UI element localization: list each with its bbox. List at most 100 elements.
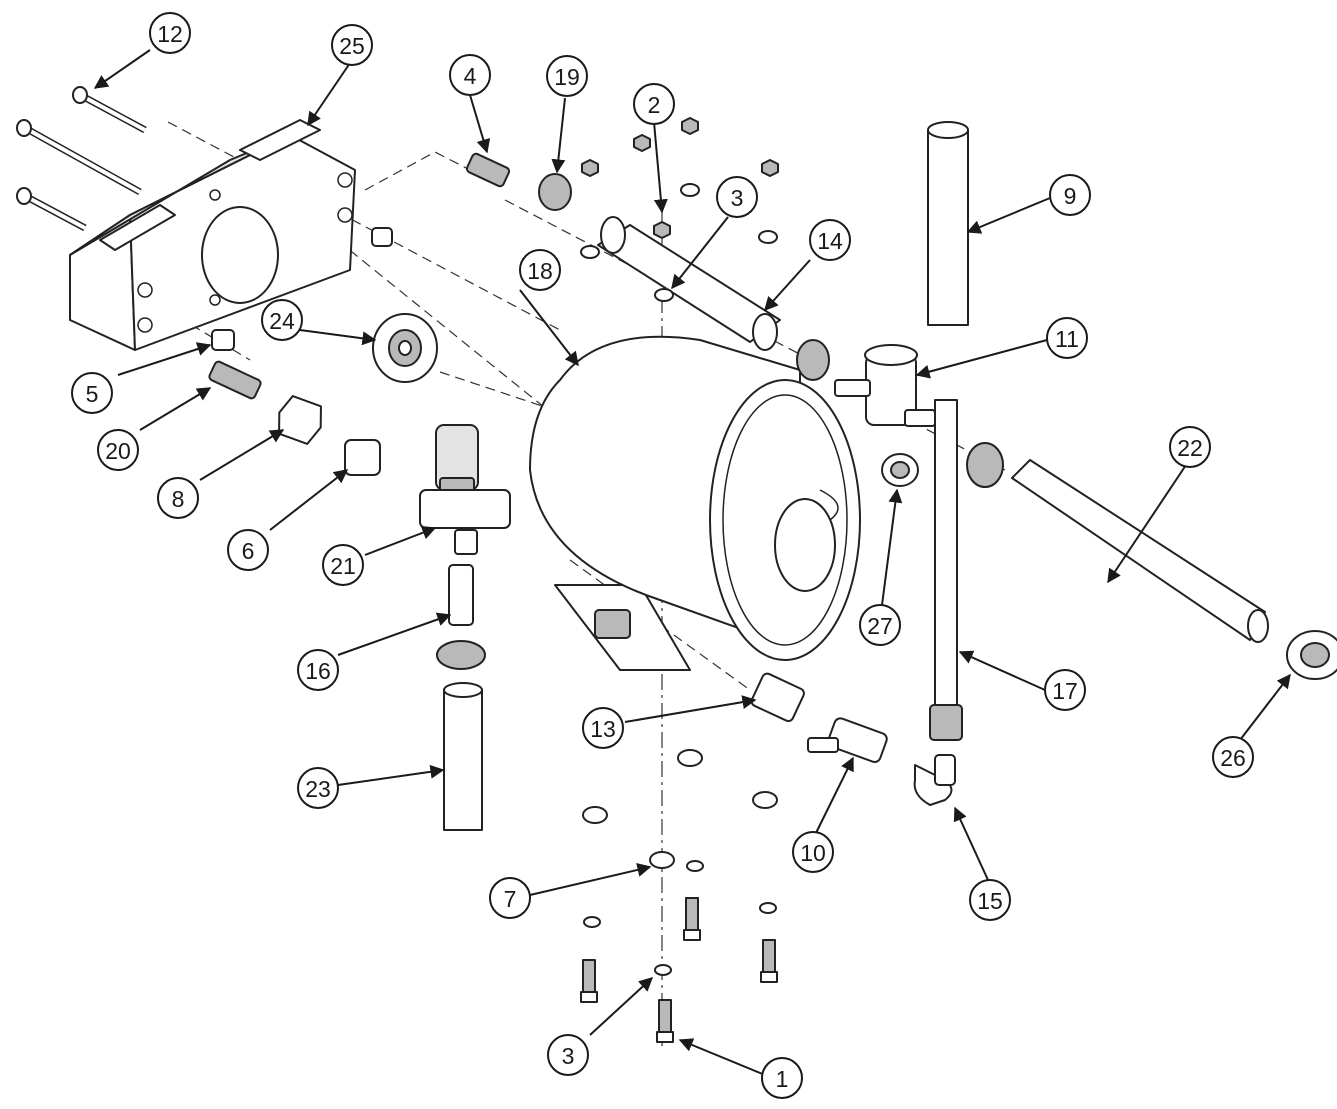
callout-circle [1046, 317, 1088, 359]
callout-circle [1044, 669, 1086, 711]
callout-number: 1 [776, 1066, 789, 1092]
callout-bubble: 16 [297, 649, 339, 691]
callout-bubble: 13 [582, 707, 624, 749]
callout-circle [297, 649, 339, 691]
callout-bubbles: 1233456789101112131415161718192021222324… [71, 12, 1254, 1099]
callout-circle [322, 544, 364, 586]
callout-bubble: 22 [1169, 426, 1211, 468]
callout-circle [547, 1034, 589, 1076]
mounting-bracket [69, 119, 356, 351]
callout-circle [546, 55, 588, 97]
callout-circle [633, 83, 675, 125]
callout-bubble: 14 [809, 219, 851, 261]
callout-circle [1169, 426, 1211, 468]
callout-circle [489, 877, 531, 919]
callout-circle [582, 707, 624, 749]
callout-bubble: 27 [859, 604, 901, 646]
hardware [580, 117, 779, 1043]
threaded-rod [929, 399, 963, 741]
callout-circle [449, 54, 491, 96]
callout-number: 15 [977, 888, 1003, 914]
long-tube [881, 442, 1337, 680]
vertical-tube [927, 121, 969, 326]
callout-number: 12 [157, 21, 183, 47]
callout-number: 5 [86, 381, 99, 407]
callout-number: 2 [648, 92, 661, 118]
callout-number: 27 [867, 613, 893, 639]
callout-bubble: 4 [449, 54, 491, 96]
callout-number: 26 [1220, 745, 1246, 771]
callout-bubble: 2 [633, 83, 675, 125]
callout-circle [792, 831, 834, 873]
callout-circle [809, 219, 851, 261]
motor [529, 335, 861, 671]
callout-circle [969, 879, 1011, 921]
inserts [211, 227, 393, 351]
leaders [93, 49, 1291, 1076]
callout-number: 13 [590, 716, 616, 742]
tee-fitting [796, 339, 936, 427]
callout-bubble: 1 [761, 1057, 803, 1099]
callout-number: 3 [562, 1043, 575, 1069]
callout-bubble: 17 [1044, 669, 1086, 711]
callout-circle [149, 12, 191, 54]
callout-circle [227, 529, 269, 571]
callout-circle [761, 1057, 803, 1099]
callout-number: 25 [339, 33, 365, 59]
callout-number: 3 [731, 185, 744, 211]
callout-number: 16 [305, 658, 331, 684]
callout-bubble: 24 [261, 299, 303, 341]
callout-number: 22 [1177, 435, 1203, 461]
callout-bubble: 18 [519, 249, 561, 291]
callout-circle [331, 24, 373, 66]
callout-bubble: 9 [1049, 174, 1091, 216]
callout-bubble: 3 [716, 176, 758, 218]
callout-bubble: 8 [157, 477, 199, 519]
callout-bubble: 10 [792, 831, 834, 873]
seal-wheel [372, 313, 438, 383]
callout-number: 4 [464, 63, 477, 89]
callout-number: 19 [554, 64, 580, 90]
callout-bubble: 25 [331, 24, 373, 66]
callout-bubble: 5 [71, 372, 113, 414]
callout-bubble: 15 [969, 879, 1011, 921]
callout-number: 18 [527, 258, 553, 284]
lower-fittings [750, 672, 956, 806]
callout-circle [97, 429, 139, 471]
callout-bubble: 19 [546, 55, 588, 97]
callout-circle [1212, 736, 1254, 778]
callout-number: 23 [305, 776, 331, 802]
callout-circle [859, 604, 901, 646]
callout-bubble: 26 [1212, 736, 1254, 778]
callout-circle [297, 767, 339, 809]
callout-bubble: 21 [322, 544, 364, 586]
upper-hose [465, 152, 781, 351]
callout-bubble: 7 [489, 877, 531, 919]
callout-number: 6 [242, 538, 255, 564]
callout-circle [1049, 174, 1091, 216]
callout-number: 21 [330, 553, 356, 579]
callout-bubble: 6 [227, 529, 269, 571]
callout-circle [157, 477, 199, 519]
callout-number: 14 [817, 228, 843, 254]
regulator [419, 424, 511, 555]
cap-screws [16, 86, 147, 232]
callout-bubble: 11 [1046, 317, 1088, 359]
callout-bubble: 23 [297, 767, 339, 809]
callout-bubble: 20 [97, 429, 139, 471]
callout-circle [519, 249, 561, 291]
callout-number: 11 [1055, 326, 1079, 352]
callout-circle [716, 176, 758, 218]
callout-number: 9 [1064, 183, 1077, 209]
callout-number: 10 [800, 840, 826, 866]
callout-number: 8 [172, 486, 185, 512]
callout-bubble: 3 [547, 1034, 589, 1076]
lower-left-tube [436, 564, 486, 831]
callout-number: 24 [269, 308, 295, 334]
callout-number: 17 [1052, 678, 1078, 704]
callout-circle [71, 372, 113, 414]
callout-circle [261, 299, 303, 341]
callout-bubble: 12 [149, 12, 191, 54]
